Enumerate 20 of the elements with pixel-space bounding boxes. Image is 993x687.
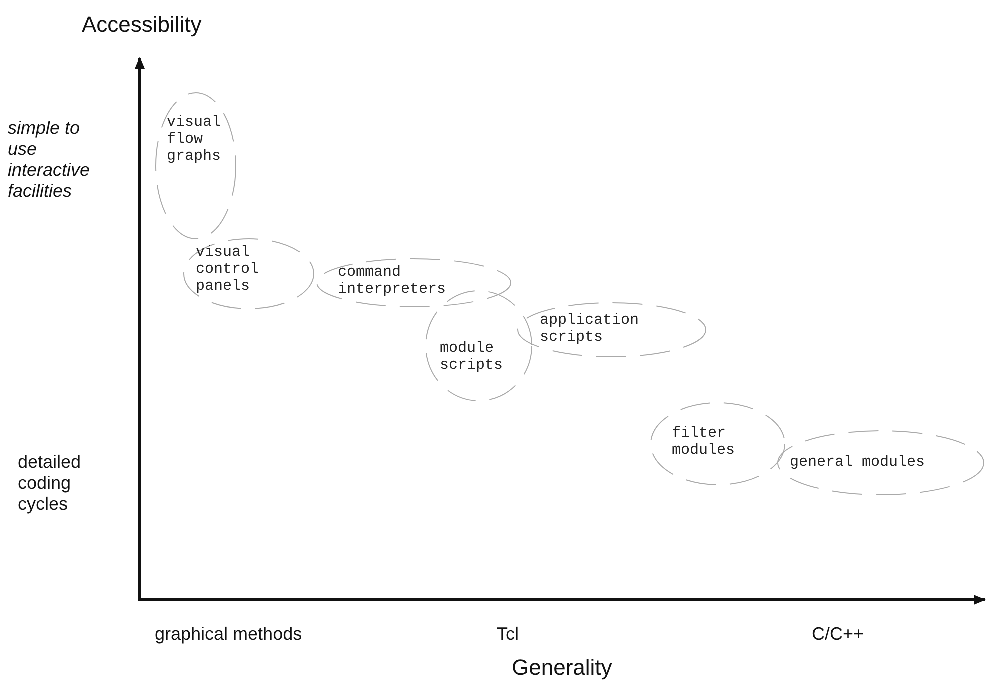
node-text: module scripts xyxy=(440,340,504,374)
oval-node xyxy=(777,430,985,496)
oval-node xyxy=(316,258,512,308)
oval-node xyxy=(155,92,237,240)
oval-node xyxy=(183,238,315,310)
axis-title: Accessibility xyxy=(82,12,203,38)
node-text: visual flow graphs xyxy=(167,114,222,165)
axis-tick-label: graphical methods xyxy=(155,624,304,645)
oval-node xyxy=(650,402,786,486)
axis-tick-label: detailed coding cycles xyxy=(18,452,82,515)
axis-tick-label: C/C++ xyxy=(812,624,866,645)
node-text: application scripts xyxy=(540,312,640,346)
axis-tick-label: Tcl xyxy=(497,624,520,645)
node-text: visual control panels xyxy=(196,244,260,295)
axis-title: Generality xyxy=(512,655,614,681)
node-text: filter modules xyxy=(672,425,736,459)
node-text: general modules xyxy=(790,454,926,471)
oval-node xyxy=(517,302,707,358)
node-text: command interpreters xyxy=(338,264,448,298)
axis-tick-label: simple to use interactive facilities xyxy=(8,118,92,202)
